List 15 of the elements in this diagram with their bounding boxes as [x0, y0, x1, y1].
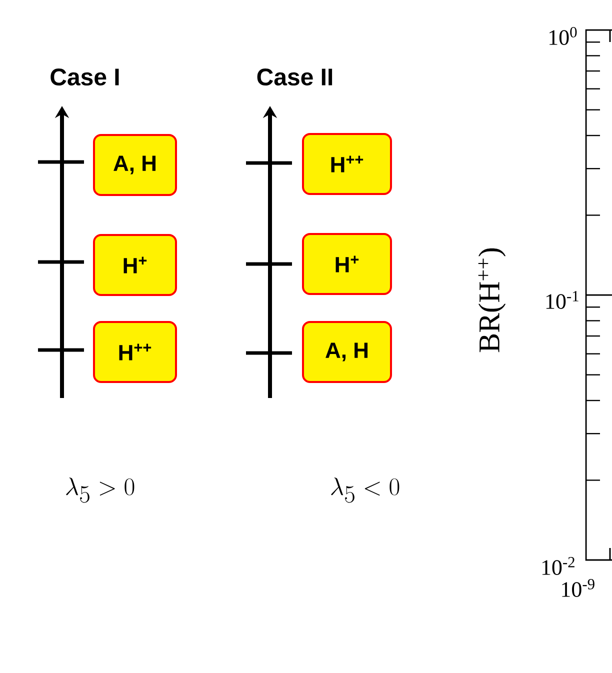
condition-formula: $\lambda_5 > 0$ — [66, 478, 134, 503]
level-box: A, H — [93, 134, 177, 196]
level-box: H$^{+}$ — [93, 234, 177, 296]
tick-label: 10$^{-9}$ — [562, 579, 594, 597]
case-heading: Case I — [50, 68, 119, 86]
tick-label: 10$^{-2}$ — [542, 557, 574, 575]
tick-label: 10$^{-1}$ — [546, 291, 578, 309]
condition-formula: $\lambda_5 < 0$ — [331, 478, 400, 503]
level-box: H$^{+}$ — [302, 233, 392, 295]
level-box: H$^{++}$ — [93, 321, 177, 383]
case-heading: Case II — [257, 68, 332, 86]
axis-title: BR(H$^{++}$) — [478, 248, 506, 352]
level-box: A, H — [302, 321, 392, 383]
tick-label: 10$^{0}$ — [550, 27, 577, 45]
level-box: H$^{++}$ — [302, 133, 392, 195]
